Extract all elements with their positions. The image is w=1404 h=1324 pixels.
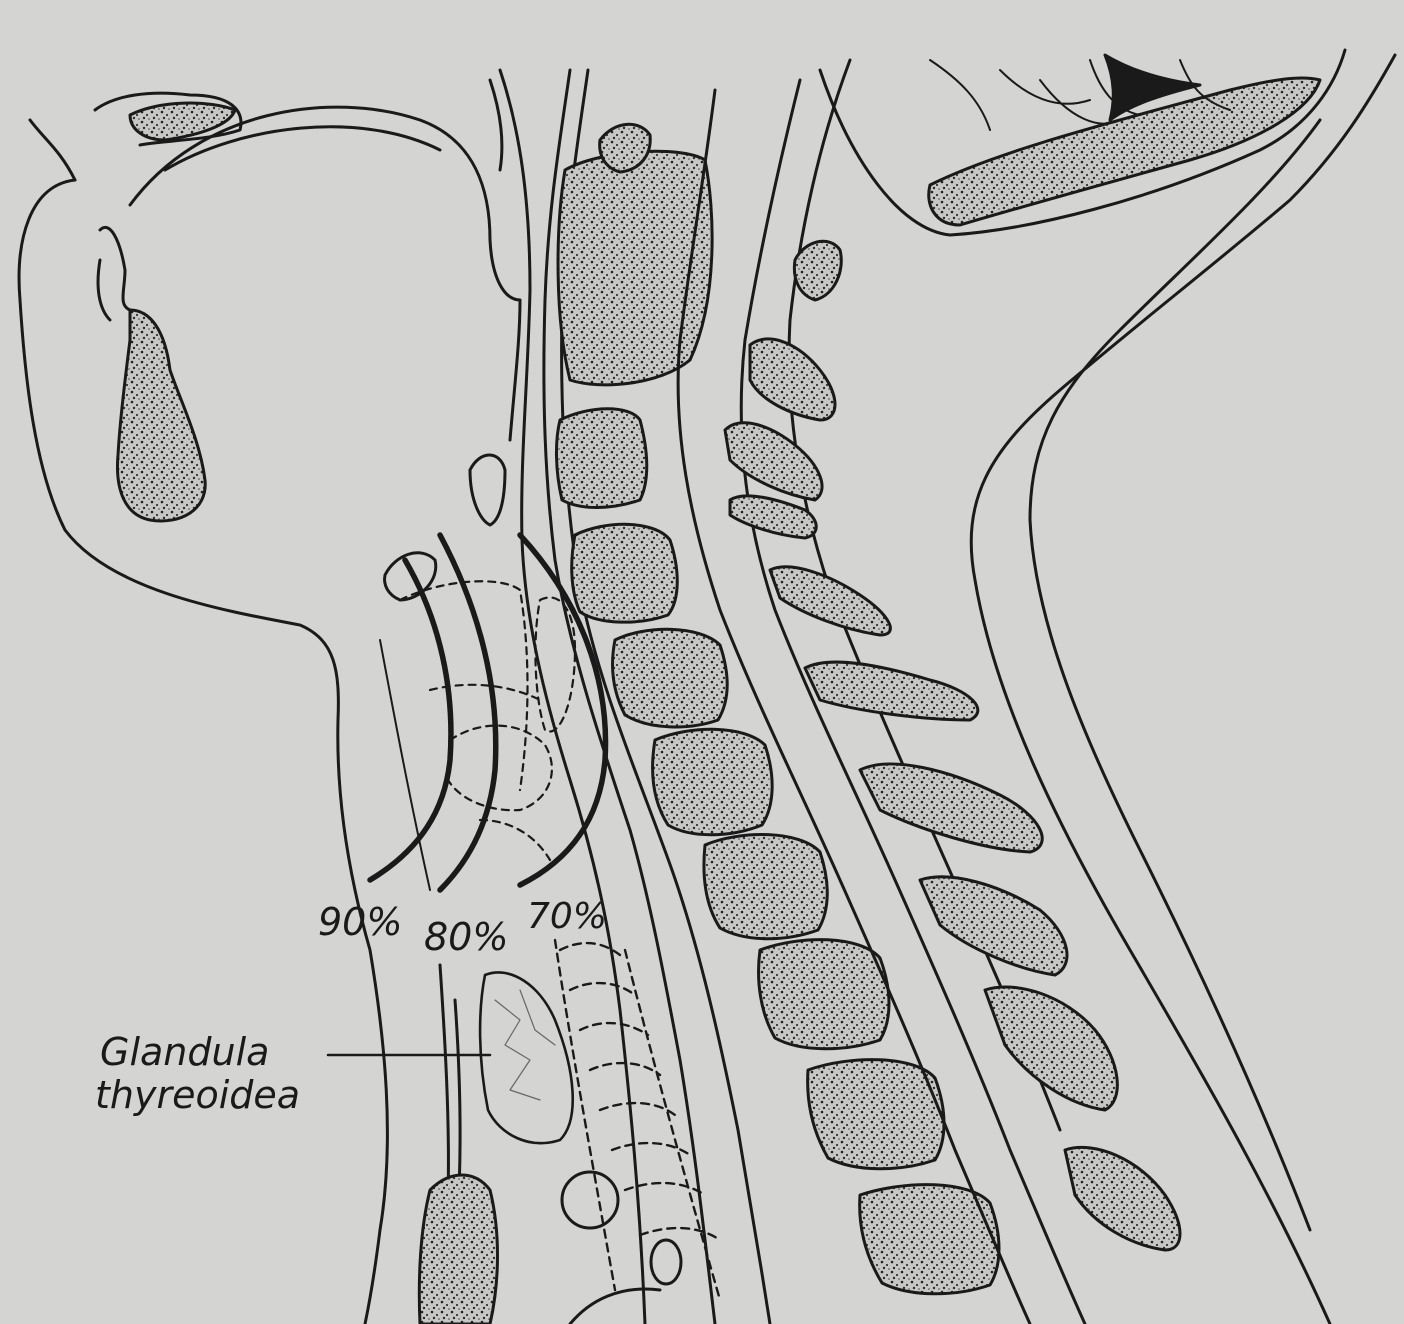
vertebra-c3 (556, 409, 646, 508)
label-70-percent: 70% (527, 896, 607, 937)
label-glandula: Glandula (100, 1030, 269, 1074)
vertebra-t2 (808, 1060, 944, 1169)
label-90-percent: 90% (318, 900, 402, 944)
vertebra-c4 (572, 524, 678, 622)
vertebra-t1 (759, 940, 889, 1049)
label-thyreoidea: thyreoidea (95, 1073, 300, 1117)
vertebra-c5 (612, 629, 727, 727)
vertebra-c7 (704, 835, 827, 939)
manubrium-sterni (419, 1175, 497, 1324)
vertebra-c6 (653, 729, 773, 834)
label-80-percent: 80% (424, 915, 508, 959)
